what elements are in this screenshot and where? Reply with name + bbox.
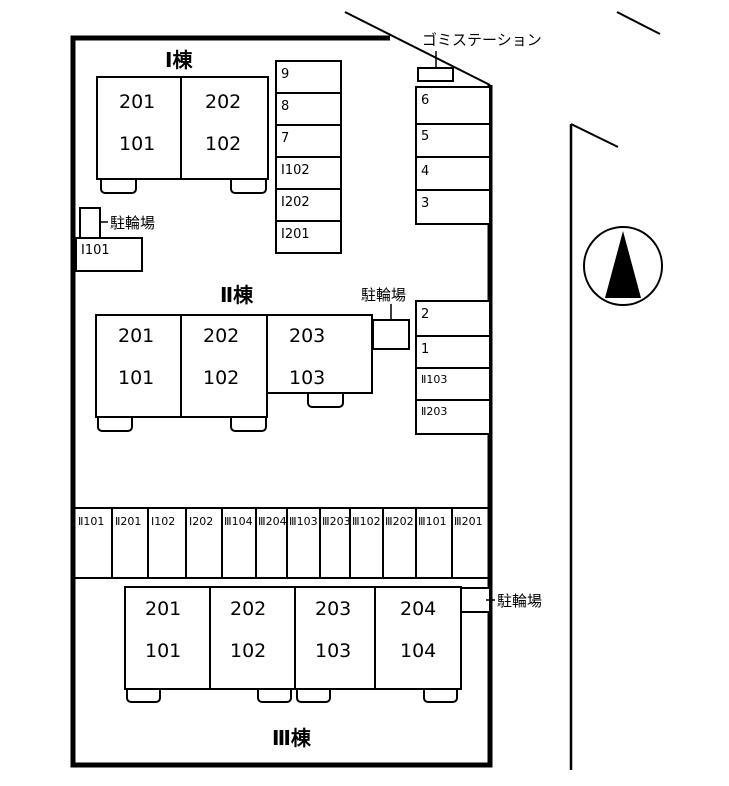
road-edge	[569, 11, 661, 770]
parking-stall-label: Ⅲ104	[224, 515, 253, 528]
parking-stall-label: Ⅲ103	[289, 515, 318, 528]
unit-label: 201	[145, 598, 181, 620]
unit-label: 101	[118, 367, 154, 389]
parking-lot-label: 2	[421, 307, 429, 322]
bicycle-parking-label: 駐輪場	[361, 286, 406, 304]
parking-lot-label: 5	[421, 129, 429, 144]
unit-label: 202	[205, 91, 241, 113]
building-3-name: Ⅲ棟	[272, 726, 312, 750]
unit-label: 101	[119, 133, 155, 155]
parking-lot-label: Ⅱ203	[421, 405, 447, 418]
garbage-station	[417, 51, 454, 82]
parking-column-c	[415, 300, 491, 435]
parking-lot-label: 8	[281, 99, 289, 114]
parking-lot-label: 7	[281, 131, 289, 146]
parking-spot-i101	[75, 237, 143, 272]
north-arrow-icon	[583, 226, 663, 306]
parking-column-a	[275, 60, 342, 254]
parking-stall-label: Ⅱ101	[78, 515, 104, 528]
parking-column-b	[415, 86, 491, 225]
parking-lot-label: Ⅰ102	[281, 163, 310, 178]
bicycle-parking-label: 駐輪場	[497, 592, 542, 610]
building-2	[95, 314, 373, 432]
parking-stall-label: Ⅲ204	[258, 515, 287, 528]
parking-stall-label: Ⅰ202	[189, 515, 213, 528]
unit-label: 103	[289, 367, 325, 389]
unit-label: 201	[118, 325, 154, 347]
parking-stall-label: Ⅲ202	[385, 515, 414, 528]
bicycle-parking-2	[372, 304, 410, 350]
parking-lot-label: Ⅰ201	[281, 227, 310, 242]
unit-label: 203	[289, 325, 325, 347]
building-3	[124, 586, 462, 703]
unit-label: 201	[119, 91, 155, 113]
parking-lot-label: 9	[281, 67, 289, 82]
parking-lot-label: Ⅰ101	[81, 243, 110, 258]
building-2-name: Ⅱ棟	[220, 283, 254, 307]
unit-label: 202	[203, 325, 239, 347]
unit-label: 102	[205, 133, 241, 155]
building-1	[96, 76, 269, 194]
unit-label: 102	[230, 640, 266, 662]
parking-stall-label: Ⅲ203	[322, 515, 351, 528]
property-boundary	[70, 11, 493, 768]
parking-stall-label: Ⅰ102	[151, 515, 175, 528]
parking-lot-label: Ⅱ103	[421, 373, 447, 386]
parking-lot-label: 4	[421, 164, 429, 179]
unit-label: 204	[400, 598, 436, 620]
unit-label: 202	[230, 598, 266, 620]
garbage-station-label: ゴミステーション	[422, 31, 542, 49]
parking-stall-label: Ⅱ201	[115, 515, 141, 528]
building-1-name: Ⅰ棟	[165, 48, 193, 72]
unit-label: 203	[315, 598, 351, 620]
parking-stall-label: Ⅲ201	[454, 515, 483, 528]
parking-row	[75, 507, 490, 579]
unit-label: 103	[315, 640, 351, 662]
bicycle-parking-label: 駐輪場	[110, 214, 155, 232]
parking-lot-label: Ⅰ202	[281, 195, 310, 210]
parking-lot-label: 6	[421, 93, 429, 108]
parking-lot-label: 3	[421, 196, 429, 211]
parking-lot-label: 1	[421, 342, 429, 357]
bicycle-parking-3	[460, 587, 495, 613]
unit-label: 102	[203, 367, 239, 389]
unit-label: 101	[145, 640, 181, 662]
bicycle-parking-1	[79, 207, 108, 239]
unit-label: 104	[400, 640, 436, 662]
parking-stall-label: Ⅲ101	[418, 515, 447, 528]
parking-stall-label: Ⅲ102	[352, 515, 381, 528]
